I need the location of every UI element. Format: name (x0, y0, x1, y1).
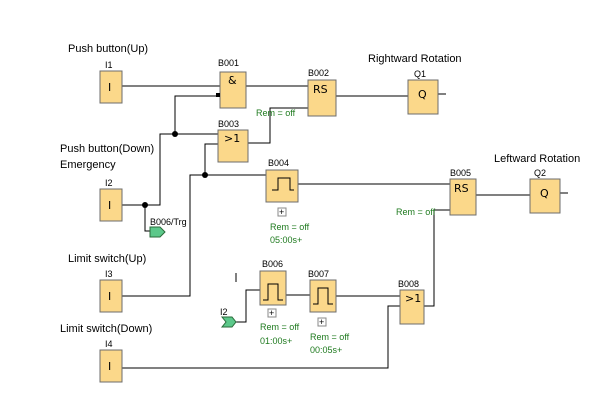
output-q1-block[interactable] (407, 79, 439, 115)
connector-in-i2[interactable]: I2 (220, 307, 237, 328)
input-i2-block[interactable] (99, 188, 123, 222)
block-b001-body[interactable] (219, 71, 247, 109)
block-b005-rem: Rem = off (396, 207, 436, 217)
output-q2-id: Q2 (534, 168, 546, 178)
block-b006-time: 01:00s+ (260, 336, 292, 346)
expand-button[interactable] (277, 207, 287, 217)
inverted-input-marker (216, 93, 220, 97)
connector-flag-icon (220, 316, 237, 328)
block-b008-body[interactable] (399, 289, 425, 325)
input-i4-symbol: I (108, 360, 111, 373)
block-b003-body[interactable] (217, 129, 249, 163)
block-b002-body[interactable] (307, 79, 337, 117)
block-b003-id: B003 (218, 119, 239, 129)
block-b007-rem: Rem = off (310, 332, 350, 342)
input-i1-caption: Push button(Up) (68, 43, 148, 55)
connector-out-b006-trg[interactable]: B006/Trg (149, 217, 187, 238)
connector-flag-icon (149, 226, 166, 238)
block-b008[interactable]: B008 >1 (398, 279, 425, 325)
wire-b003-b002 (248, 107, 308, 144)
expand-button[interactable] (267, 308, 277, 318)
connector-in-label: I2 (220, 307, 228, 317)
input-i4-caption: Limit switch(Down) (60, 323, 152, 335)
connector-out-label: B006/Trg (150, 217, 187, 227)
input-i3-block[interactable] (99, 279, 123, 313)
input-i4[interactable]: Limit switch(Down) I4 I (60, 323, 152, 383)
input-i2-caption: Push button(Down) (60, 143, 154, 155)
block-b002-id: B002 (308, 68, 329, 78)
block-b007[interactable]: B007 + Rem = off 00:05s+ (308, 269, 350, 355)
block-b001-symbol: & (228, 74, 237, 87)
block-b005-body[interactable] (449, 178, 477, 216)
wire-flag-b006 (236, 289, 260, 323)
output-q1[interactable]: Rightward Rotation Q1 Q (368, 53, 462, 115)
input-i4-block[interactable] (99, 349, 123, 383)
input-i3[interactable]: Limit switch(Up) I3 I (68, 253, 146, 313)
junction-dot (202, 172, 208, 178)
wire-i2-b003 (122, 133, 218, 206)
block-b005-id: B005 (450, 168, 471, 178)
junction-dot (172, 131, 178, 137)
block-b004-body[interactable] (265, 169, 299, 203)
input-i3-symbol: I (108, 290, 111, 303)
block-b006[interactable]: B006 + Rem = off 01:00s+ (259, 259, 300, 346)
block-b004-time: 05:00s+ (270, 235, 302, 245)
block-b006-rem: Rem = off (260, 322, 300, 332)
input-i3-id: I3 (105, 269, 113, 279)
block-b005[interactable]: B005 RS Rem = off (396, 168, 477, 217)
block-b004-id: B004 (268, 158, 289, 168)
block-b006-id: B006 (262, 259, 283, 269)
output-q1-caption: Rightward Rotation (368, 53, 462, 65)
block-b005-symbol: RS (454, 182, 469, 195)
wire-i4-b008 (122, 305, 400, 369)
input-i2-caption-2: Emergency (60, 159, 116, 171)
expand-symbol: + (269, 308, 274, 318)
input-i1[interactable]: Push button(Up) I1 I (68, 43, 148, 104)
input-i2-id: I2 (105, 178, 113, 188)
wire-feedback-b001 (174, 95, 220, 134)
block-b008-id: B008 (398, 279, 419, 289)
output-q2-block[interactable] (529, 178, 561, 214)
wire-b008-b005 (424, 209, 450, 307)
wire-i2-flag (144, 205, 150, 232)
block-b004[interactable]: B004 + Rem = off 05:00s+ (265, 158, 310, 245)
output-q1-id: Q1 (414, 69, 426, 79)
input-i2[interactable]: Push button(Down) Emergency I2 I (60, 143, 154, 222)
expand-symbol: + (279, 207, 284, 217)
block-b002[interactable]: B002 RS Rem = off (256, 68, 337, 118)
output-q1-symbol: Q (418, 88, 427, 101)
input-i4-id: I4 (105, 339, 113, 349)
pulse-timer-icon (313, 287, 333, 305)
block-b002-rem: Rem = off (256, 108, 296, 118)
input-i2-symbol: I (108, 199, 111, 212)
input-i3-caption: Limit switch(Up) (68, 253, 146, 265)
block-b001-id: B001 (218, 58, 239, 68)
block-b002-symbol: RS (313, 83, 328, 96)
junction-dot (142, 202, 148, 208)
block-b008-symbol: >1 (405, 292, 421, 305)
pulse-timer-icon (272, 177, 294, 191)
output-q2-symbol: Q (540, 187, 549, 200)
block-b007-id: B007 (308, 269, 329, 279)
block-b007-time: 00:05s+ (310, 345, 342, 355)
input-i1-id: I1 (105, 60, 113, 70)
output-q2[interactable]: Leftward Rotation Q2 Q (494, 153, 580, 214)
block-b007-body[interactable] (309, 279, 337, 313)
block-b001[interactable]: B001 & (216, 58, 247, 109)
wires (122, 85, 568, 369)
expand-symbol: + (319, 317, 324, 327)
output-q2-caption: Leftward Rotation (494, 153, 580, 165)
block-b004-rem: Rem = off (270, 222, 310, 232)
input-i1-symbol: I (108, 81, 111, 94)
pulse-timer-icon (263, 283, 283, 301)
block-b003-symbol: >1 (224, 132, 240, 145)
block-b003[interactable]: B003 >1 (217, 119, 249, 163)
input-i1-block[interactable] (99, 70, 123, 104)
wire-i3-b003 (122, 143, 218, 297)
block-b006-body[interactable] (259, 270, 287, 306)
expand-button[interactable] (317, 317, 327, 327)
